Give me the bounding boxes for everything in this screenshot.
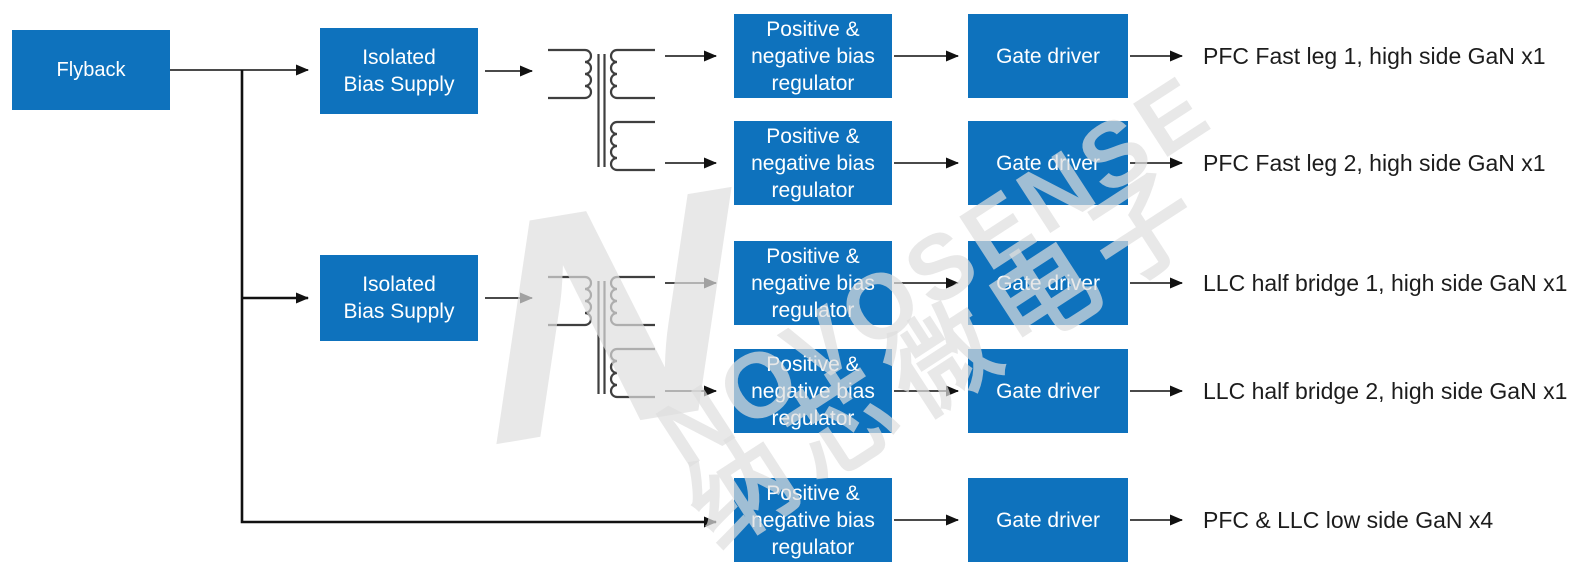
gate-driver-block-4: Gate driver bbox=[968, 349, 1128, 433]
gate-driver-block-2: Gate driver bbox=[968, 121, 1128, 205]
gate-driver-block-1: Gate driver bbox=[968, 14, 1128, 98]
bias-regulator-block-3: Positive & negative bias regulator bbox=[734, 241, 892, 325]
branch-line-to-row5 bbox=[240, 70, 717, 528]
transformer-icon bbox=[548, 275, 655, 399]
gate-driver-block-3: Gate driver bbox=[968, 241, 1128, 325]
transformer-icon bbox=[548, 48, 655, 172]
bias-regulator-block-1: Positive & negative bias regulator bbox=[734, 14, 892, 98]
output-label-1: PFC Fast leg 1, high side GaN x1 bbox=[1203, 43, 1546, 69]
isolated-bias-supply-block-1: Isolated Bias Supply bbox=[320, 28, 478, 114]
flyback-block: Flyback bbox=[12, 30, 170, 110]
bias-regulator-block-5: Positive & negative bias regulator bbox=[734, 478, 892, 562]
bias-regulator-block-4: Positive & negative bias regulator bbox=[734, 349, 892, 433]
isolated-bias-supply-block-2: Isolated Bias Supply bbox=[320, 255, 478, 341]
gate-driver-block-5: Gate driver bbox=[968, 478, 1128, 562]
output-label-2: PFC Fast leg 2, high side GaN x1 bbox=[1203, 150, 1546, 176]
output-label-3: LLC half bridge 1, high side GaN x1 bbox=[1203, 270, 1568, 296]
bias-regulator-block-2: Positive & negative bias regulator bbox=[734, 121, 892, 205]
output-label-5: PFC & LLC low side GaN x4 bbox=[1203, 507, 1494, 533]
output-label-4: LLC half bridge 2, high side GaN x1 bbox=[1203, 378, 1568, 404]
